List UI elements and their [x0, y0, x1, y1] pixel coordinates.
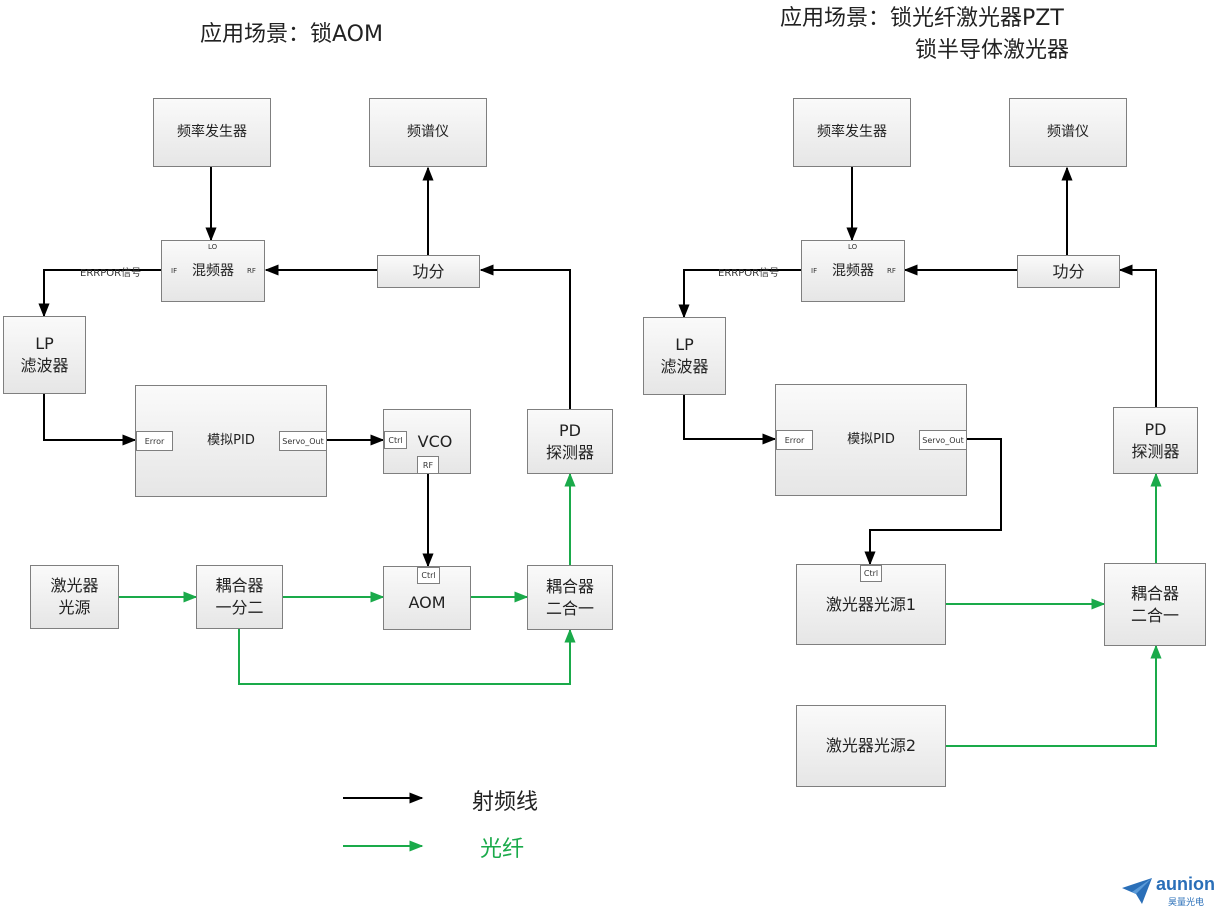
laser1-ctrl-port: Ctrl [860, 565, 882, 582]
wire-pd-to-splitter-right [1118, 264, 1157, 407]
mixer-if-port-right: IF [811, 267, 818, 275]
laser-source-2-label: 激光器光源2 [825, 736, 917, 756]
wire-lp-to-pid-right [683, 395, 777, 445]
coupler-combiner-box-right: 耦合器 二合一 [1104, 563, 1206, 646]
right-diagram-title-line2: 锁半导体激光器 [915, 38, 1070, 63]
logo-wordmark: aunion [1156, 874, 1215, 894]
wire-pd-to-splitter [479, 264, 571, 409]
mixer-label: 混频器 [192, 262, 234, 279]
mixer-lo-port-right: LO [848, 243, 858, 251]
pd-detector-box: PD 探测器 [527, 409, 613, 474]
wire-lp-to-pid [43, 394, 137, 446]
fiber-laser2-to-combiner [946, 644, 1162, 747]
aom-ctrl-port: Ctrl [417, 567, 440, 584]
mixer-rf-port-right: RF [887, 267, 896, 275]
paper-plane-icon [1122, 878, 1152, 904]
mixer-lo-port: LO [208, 243, 218, 251]
laser-source-1-box: 激光器光源1 Ctrl [796, 564, 946, 645]
laser-source-1-label: 激光器光源1 [825, 594, 917, 614]
pid-servo-out-port-right: Servo_Out [919, 430, 967, 450]
lp-filter-box: LP 滤波器 [3, 316, 86, 394]
wire-mixer-to-lp-right [678, 269, 801, 319]
laser-source-label: 激光器 光源 [50, 576, 99, 617]
coupler-splitter-label: 耦合器 一分二 [215, 576, 264, 617]
spectrum-analyzer-box: 频谱仪 [369, 98, 487, 167]
aunion-logo: aunion 昊量光电 [1120, 874, 1225, 908]
mixer-label-right: 混频器 [832, 262, 874, 279]
lp-filter-box-right: LP 滤波器 [643, 317, 726, 395]
mixer-box-right: 混频器 LO IF RF [801, 240, 905, 302]
lp-filter-label: LP 滤波器 [20, 334, 69, 375]
frequency-generator-label: 频率发生器 [177, 124, 247, 141]
coupler-combiner-label-right: 耦合器 二合一 [1130, 583, 1179, 625]
analog-pid-box: 模拟PID Error Servo_Out [135, 385, 327, 497]
fiber-splitter-to-combiner [238, 628, 576, 685]
right-diagram-title-line1: 应用场景：锁光纤激光器PZT [780, 6, 1064, 31]
power-splitter-label: 功分 [412, 261, 445, 281]
error-signal-label-right: ERRPOR信号 [718, 268, 780, 279]
spectrum-analyzer-box-right: 频谱仪 [1009, 98, 1127, 167]
pd-detector-label: PD 探测器 [545, 420, 594, 462]
coupler-splitter-box: 耦合器 一分二 [196, 565, 283, 629]
coupler-combiner-label: 耦合器 二合一 [545, 576, 594, 618]
aom-box: AOM Ctrl [383, 566, 471, 630]
power-splitter-box: 功分 [377, 255, 480, 288]
laser-source-2-box: 激光器光源2 [796, 705, 946, 787]
vco-rf-port: RF [417, 456, 439, 474]
aom-label: AOM [408, 593, 446, 613]
spectrum-analyzer-label: 频谱仪 [407, 124, 449, 141]
mixer-box: 混频器 LO IF RF [161, 240, 265, 302]
vco-box: VCO Ctrl RF [383, 409, 471, 474]
wire-pid-to-laser1-right [864, 438, 1002, 566]
left-diagram-title: 应用场景：锁AOM [200, 22, 383, 47]
power-splitter-label-right: 功分 [1052, 261, 1085, 281]
pid-servo-out-port: Servo_Out [279, 431, 327, 451]
vco-label: VCO [417, 431, 453, 451]
frequency-generator-box-right: 频率发生器 [793, 98, 911, 167]
legend-fiber-label: 光纤 [480, 837, 525, 862]
pd-detector-box-right: PD 探测器 [1113, 407, 1198, 474]
wire-mixer-to-lp [38, 269, 161, 318]
logo-subtitle: 昊量光电 [1168, 898, 1205, 908]
mixer-rf-port: RF [247, 267, 256, 275]
pid-error-port: Error [136, 431, 173, 451]
pd-detector-label-right: PD 探测器 [1131, 419, 1180, 461]
analog-pid-label-right: 模拟PID [847, 432, 895, 448]
spectrum-analyzer-label-right: 频谱仪 [1047, 124, 1089, 141]
mixer-if-port: IF [171, 267, 178, 275]
pid-error-port-right: Error [776, 430, 813, 450]
analog-pid-box-right: 模拟PID Error Servo_Out [775, 384, 967, 496]
laser-source-box: 激光器 光源 [30, 565, 119, 629]
error-signal-label: ERRPOR信号 [80, 268, 142, 279]
legend-rf-line-label: 射频线 [472, 790, 539, 815]
frequency-generator-label-right: 频率发生器 [817, 124, 887, 141]
coupler-combiner-box: 耦合器 二合一 [527, 565, 613, 630]
analog-pid-label: 模拟PID [207, 433, 255, 449]
vco-ctrl-port: Ctrl [384, 431, 407, 449]
power-splitter-box-right: 功分 [1017, 255, 1120, 288]
frequency-generator-box: 频率发生器 [153, 98, 271, 167]
lp-filter-label-right: LP 滤波器 [660, 335, 709, 376]
